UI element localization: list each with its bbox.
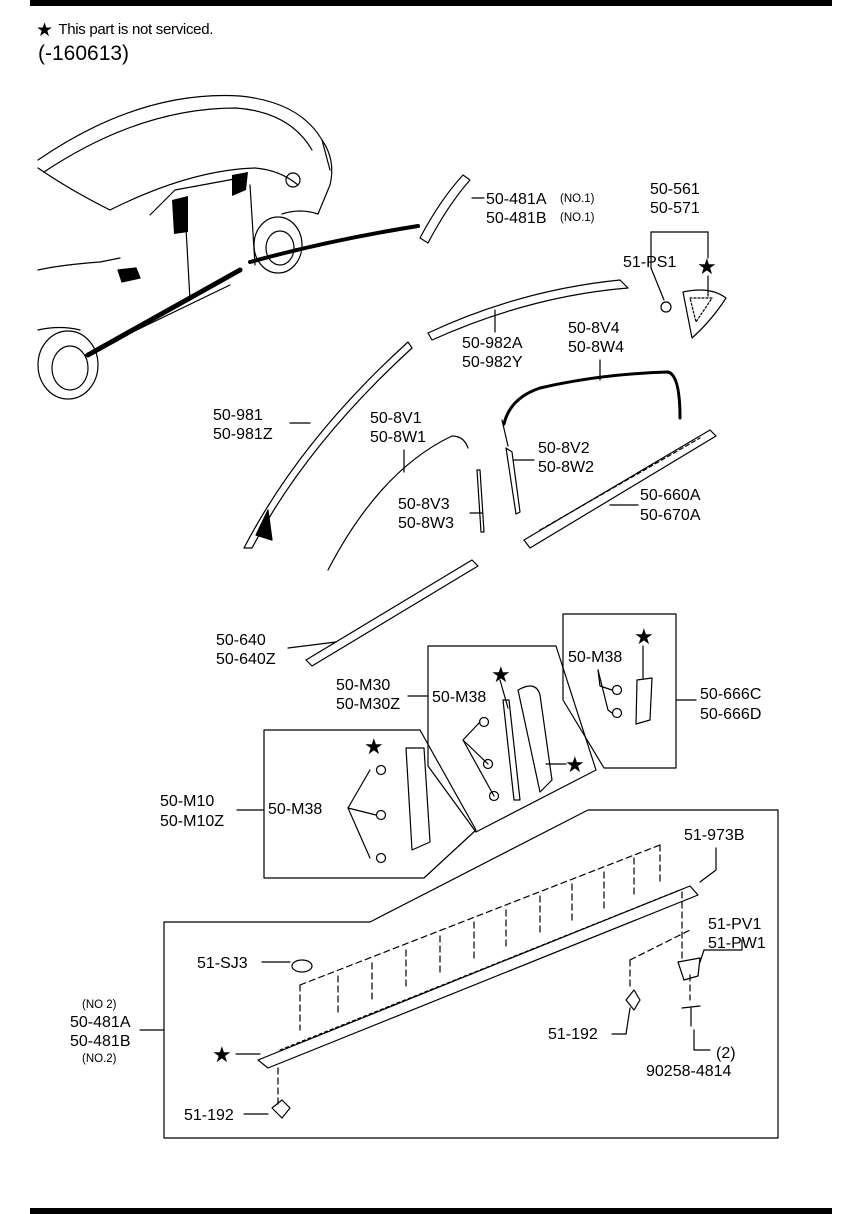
serial-range: (-160613) [38, 42, 130, 65]
label-973b: 51-973B [684, 827, 745, 844]
label-8v4: 50-8V4 [568, 320, 620, 337]
part-660a [523, 429, 717, 549]
label-981z: 50-981Z [213, 426, 273, 443]
bottom-rule [30, 1208, 832, 1214]
top-rule [30, 0, 832, 6]
label-no1-b: (NO.1) [560, 212, 595, 224]
label-pw1: 51-PW1 [708, 935, 766, 952]
label-481b-bottom: 50-481B [70, 1033, 131, 1050]
part-8v4 [501, 359, 682, 447]
part-8v3 [469, 469, 485, 533]
label-666c: 50-666C [700, 686, 761, 703]
star-icon: ★ [491, 662, 511, 687]
car-roof-molding [248, 224, 420, 264]
label-m38-left: 50-M38 [268, 801, 322, 818]
car-illustration [37, 94, 420, 400]
car-rear-wheel [253, 216, 303, 274]
car-mirror [117, 267, 141, 283]
rocker-group-box [139, 809, 779, 1139]
666c-group-box [562, 613, 697, 769]
label-8v2: 50-8V2 [538, 440, 590, 457]
star-icon: ★ [364, 734, 384, 759]
car-window [172, 196, 188, 234]
label-qty2: (2) [716, 1045, 736, 1062]
label-192-right: 51-192 [548, 1026, 598, 1043]
part-982 [427, 279, 629, 341]
note-text: This part is not serviced. [58, 21, 214, 38]
label-ps1: 51-PS1 [623, 254, 676, 271]
label-481b-top: 50-481B [486, 210, 547, 227]
label-571: 50-571 [650, 200, 700, 217]
label-982a: 50-982A [462, 335, 523, 352]
label-no1-a: (NO.1) [560, 193, 595, 205]
part-481-no1 [419, 174, 485, 244]
m10-group-box [236, 729, 477, 879]
star-icon: ★ [565, 752, 585, 777]
label-666d: 50-666D [700, 706, 761, 723]
label-8w2: 50-8W2 [538, 459, 594, 476]
label-640: 50-640 [216, 632, 266, 649]
car-roof [37, 94, 331, 171]
part-640 [287, 559, 479, 667]
label-m10z: 50-M10Z [160, 813, 224, 830]
label-982y: 50-982Y [462, 354, 523, 371]
label-8v3: 50-8V3 [398, 496, 450, 513]
label-670a: 50-670A [640, 507, 701, 524]
label-m38-right: 50-M38 [568, 649, 622, 666]
car-hood [37, 257, 121, 271]
label-481a-top: 50-481A [486, 191, 547, 208]
label-981: 50-981 [213, 407, 263, 424]
car-windshield [37, 167, 111, 211]
car-rear [281, 139, 333, 215]
label-8w4: 50-8W4 [568, 339, 624, 356]
star-icon: ★ [697, 254, 717, 279]
part-8v2 [505, 447, 535, 515]
label-m30: 50-M30 [336, 677, 390, 694]
label-8v1: 50-8V1 [370, 410, 422, 427]
label-90258: 90258-4814 [646, 1063, 732, 1080]
car-front-hub [51, 345, 89, 391]
star-icon: ★ [36, 20, 53, 41]
star-markers: ★ ★ ★ ★ ★ ★ [212, 254, 717, 1067]
car-pillar [149, 177, 241, 216]
label-561: 50-561 [650, 181, 700, 198]
car-roof-inner [43, 107, 313, 173]
car-front-wheel [37, 330, 99, 400]
car-rear-hub [265, 230, 295, 266]
label-pv1: 51-PV1 [708, 916, 761, 933]
label-8w3: 50-8W3 [398, 515, 454, 532]
star-icon: ★ [634, 624, 654, 649]
car-fuel-door [285, 172, 301, 188]
label-481a-bottom: 50-481A [70, 1014, 131, 1031]
not-serviced-note: ★ This part is not serviced. [36, 19, 213, 42]
car-quarter-window [232, 172, 248, 196]
label-192-left: 51-192 [184, 1107, 234, 1124]
part-981 [243, 341, 413, 549]
label-8w1: 50-8W1 [370, 429, 426, 446]
car-bottom [37, 284, 231, 356]
label-m30z: 50-M30Z [336, 696, 400, 713]
label-no2-b: (NO.2) [82, 1053, 117, 1065]
label-m38-middle: 50-M38 [432, 689, 486, 706]
part-8v1 [327, 435, 469, 571]
part-561-571 [650, 231, 727, 339]
car-body-top [109, 167, 299, 211]
label-660a: 50-660A [640, 487, 701, 504]
label-no2-a: (NO 2) [82, 999, 117, 1011]
label-m10: 50-M10 [160, 793, 214, 810]
label-sj3: 51-SJ3 [197, 955, 248, 972]
m30-group-box [407, 645, 597, 833]
car-side-molding [85, 267, 243, 358]
label-640z: 50-640Z [216, 651, 276, 668]
star-icon: ★ [212, 1042, 232, 1067]
